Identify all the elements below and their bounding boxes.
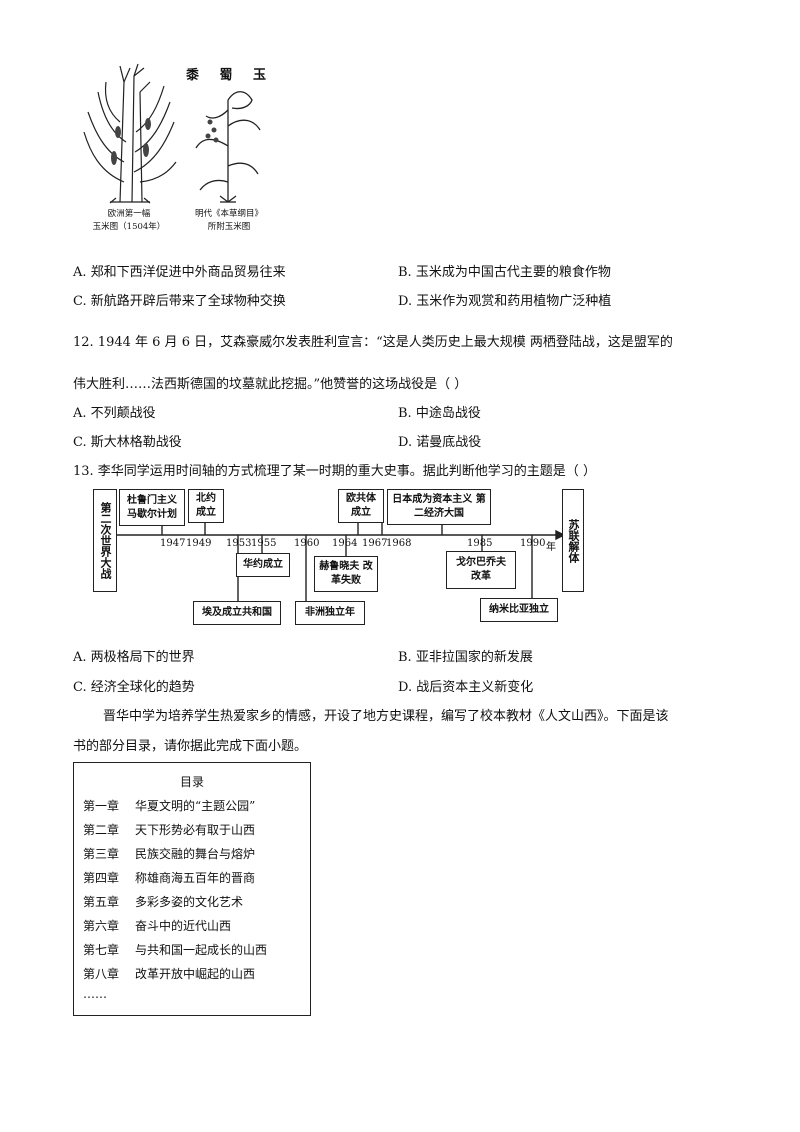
year-label: 1968 [386, 538, 412, 549]
toc-item: 第八章 改革开放中崛起的山西 [83, 965, 255, 982]
event-egypt-republic: 埃及成立共和国 [193, 601, 281, 625]
european-corn-illustration [83, 63, 177, 204]
q12-stem-line2: 伟大胜利……法西斯德国的坟墓就此挖掘。”他赞誉的这场战役是（ ） [73, 377, 468, 392]
event-khrushchev-reform: 赫鲁晓夫 改革失败 [314, 556, 378, 592]
year-label: 1953 [226, 538, 252, 549]
toc-item: 第三章 民族交融的舞台与熔炉 [83, 845, 255, 862]
year-unit: 年 [546, 542, 556, 553]
q13-stem: 13. 李华同学运用时间轴的方式梳理了某一时期的重大史事。据此判断他学习的主题是… [73, 464, 596, 479]
toc-item: 第二章 天下形势必有取于山西 [83, 821, 255, 838]
toc-chapter-title: 称雄商海五百年的晋商 [135, 871, 256, 885]
q11-option-a[interactable]: A. 郑和下西洋促进中外商品贸易往来 [73, 265, 286, 280]
event-warsaw-pact: 华约成立 [236, 553, 290, 577]
toc-chapter: 第二章 [83, 823, 120, 837]
q12-option-c[interactable]: C. 斯大林格勒战役 [73, 435, 182, 450]
toc-item: 第四章 称雄商海五百年的晋商 [83, 869, 255, 886]
toc-chapter-title: 民族交融的舞台与熔炉 [135, 847, 256, 861]
year-label: 1964 [332, 538, 358, 549]
toc-chapter-title: 奋斗中的近代山西 [135, 919, 232, 933]
intro-line1: 晋华中学为培养学生热爱家乡的情感，开设了地方史课程，编写了校本教材《人文山西》。… [103, 709, 669, 724]
caption-line: 欧洲第一幅 [107, 209, 151, 219]
q12-option-b[interactable]: B. 中途岛战役 [398, 406, 481, 421]
ming-corn-illustration [195, 91, 261, 203]
event-nato-founded: 北约 成立 [188, 489, 224, 523]
toc-chapter-title: 多彩多姿的文化艺术 [135, 895, 244, 909]
caption-line: 玉米图（1504年） [92, 222, 166, 232]
year-label: 1967 [362, 538, 388, 549]
event-ec-founded: 欧共体 成立 [338, 489, 384, 523]
q12-stem-line1: 12. 1944 年 6 月 6 日，艾森豪威尔发表胜利宣言：“这是人类历史上最… [73, 335, 673, 350]
toc-ellipsis: …… [83, 987, 107, 1001]
toc-title: 目录 [179, 775, 204, 789]
toc-item: 第一章 华夏文明的“主题公园” [83, 797, 255, 814]
year-label: 1985 [467, 538, 493, 549]
event-namibia-independence: 纳米比亚独立 [480, 598, 558, 622]
caption-line: 明代《本草纲目》 [194, 209, 263, 219]
intro-line2: 书的部分目录，请你据此完成下面小题。 [73, 739, 308, 754]
figure-caption-right: 明代《本草纲目》 所附玉米图 [188, 208, 270, 234]
year-label: 1947 [160, 538, 186, 549]
event-truman-marshall: 杜鲁门主义 马歇尔计划 [119, 489, 185, 526]
table-of-contents: 目录 第一章 华夏文明的“主题公园” 第二章 天下形势必有取于山西 第三章 民族交融的… [73, 762, 311, 1016]
year-label: 1960 [294, 538, 320, 549]
toc-item: 第六章 奋斗中的近代山西 [83, 917, 231, 934]
toc-item: 第七章 与共和国一起成长的山西 [83, 941, 267, 958]
toc-chapter-title: 天下形势必有取于山西 [135, 823, 256, 837]
timeline-end-ussr-collapse: 苏联解体 [562, 489, 584, 592]
q13-option-d[interactable]: D. 战后资本主义新变化 [398, 680, 534, 695]
year-label: 1949 [186, 538, 212, 549]
figure-caption-left: 欧洲第一幅 玉米图（1504年） [82, 208, 176, 234]
event-japan-second-economy: 日本成为资本主义 第二经济大国 [387, 489, 491, 525]
q13-option-a[interactable]: A. 两极格局下的世界 [73, 650, 195, 665]
year-label: 1955 [251, 538, 277, 549]
event-africa-year: 非洲独立年 [295, 601, 365, 625]
toc-chapter: 第七章 [83, 943, 120, 957]
toc-chapter-title: 改革开放中崛起的山西 [135, 967, 256, 981]
toc-chapter: 第八章 [83, 967, 120, 981]
caption-line: 所附玉米图 [207, 222, 251, 232]
toc-item: 第五章 多彩多姿的文化艺术 [83, 893, 243, 910]
event-gorbachev-reform: 戈尔巴乔夫 改革 [446, 551, 516, 589]
toc-chapter-title: 与共和国一起成长的山西 [135, 943, 268, 957]
toc-chapter-title: 华夏文明的“主题公园” [135, 799, 256, 813]
q12-option-d[interactable]: D. 诺曼底战役 [398, 435, 482, 450]
q11-option-c[interactable]: C. 新航路开辟后带来了全球物种交换 [73, 294, 286, 309]
figure-title: 黍 蜀 玉 [186, 68, 275, 83]
toc-chapter: 第四章 [83, 871, 120, 885]
q11-option-b[interactable]: B. 玉米成为中国古代主要的粮食作物 [398, 265, 611, 280]
toc-chapter: 第五章 [83, 895, 120, 909]
q13-option-c[interactable]: C. 经济全球化的趋势 [73, 680, 195, 695]
q13-option-b[interactable]: B. 亚非拉国家的新发展 [398, 650, 533, 665]
toc-chapter: 第三章 [83, 847, 120, 861]
timeline-start-wwii: 第二次世界大战 [93, 489, 117, 592]
q12-option-a[interactable]: A. 不列颠战役 [73, 406, 156, 421]
toc-chapter: 第一章 [83, 799, 120, 813]
toc-chapter: 第六章 [83, 919, 120, 933]
year-label: 1990 [520, 538, 546, 549]
q11-option-d[interactable]: D. 玉米作为观赏和药用植物广泛种植 [398, 294, 612, 309]
